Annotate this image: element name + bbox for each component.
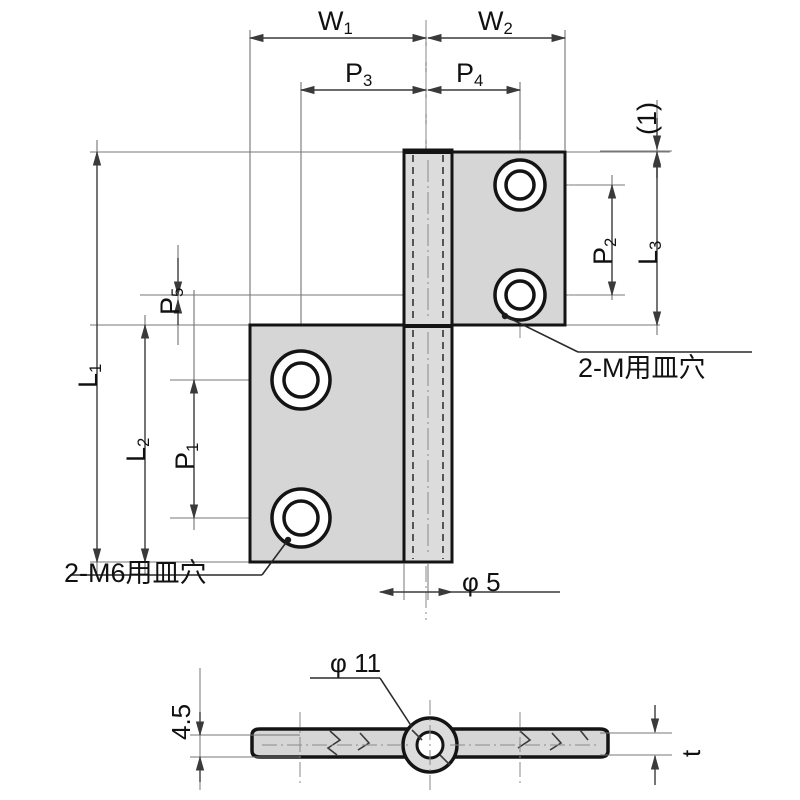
upper-hole-2 (493, 268, 547, 322)
lower-hole-1 (270, 349, 332, 411)
side-view-group (190, 668, 672, 790)
leader-lines (70, 312, 752, 576)
dimension-label-p3: P3 (345, 58, 373, 90)
knuckle-leader-line (310, 677, 413, 728)
dimension-label-w2: W2 (478, 6, 513, 38)
dimension-label-l2: L2 (121, 437, 153, 462)
side-center-lines (262, 700, 600, 790)
label-thickness: t (676, 749, 706, 757)
barrel-hidden-lines (412, 155, 444, 559)
label-pin-diameter: φ 5 (462, 567, 501, 597)
thickness-dimension (600, 705, 672, 785)
dimension-label-l3: L3 (633, 240, 665, 265)
dimension-label-p1: P1 (170, 442, 202, 470)
dimension-label-w1: W1 (318, 6, 353, 38)
lower-hole-2 (270, 487, 332, 549)
break-lines (326, 729, 589, 756)
label-knuckle-offset: 4.5 (166, 703, 196, 740)
dimension-lines (92, 33, 662, 564)
offset-dimension (190, 668, 300, 790)
dimension-label-l1: L1 (73, 363, 105, 388)
pin-diameter-dimension (378, 563, 560, 600)
dimension-label-p2: P2 (588, 237, 620, 265)
knuckle-seams (404, 150, 452, 328)
callout-countersink-lower: 2-M6用皿穴 (64, 558, 207, 588)
dimension-label-gap: (1) (632, 102, 662, 135)
dimension-label-p4: P4 (456, 58, 484, 90)
dimension-label-p5: P5 (155, 287, 187, 315)
front-view-group (70, 20, 752, 620)
callout-countersink-upper: 2-M用皿穴 (578, 353, 706, 383)
knuckle-break-marks (411, 729, 451, 766)
upper-hole-1 (493, 158, 547, 212)
label-knuckle-diameter: φ 11 (330, 648, 382, 678)
